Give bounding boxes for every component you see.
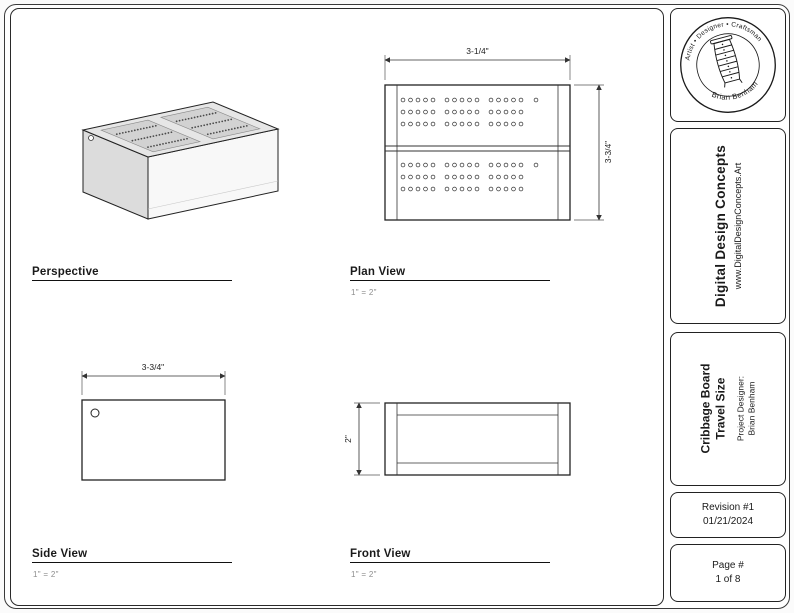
project-designer-name: Brian Benham [746,382,757,436]
plan-height-dimension: 3-3/4" [603,141,613,163]
front-view-label: Front View [350,548,550,563]
maker-stamp-box: Artist • Designer • Craftsman Brian Benh… [670,8,786,122]
revision-date: 01/21/2024 [702,516,754,527]
company-title-box: Digital Design Concepts www.DigitalDesig… [670,128,786,324]
plan-view-label: Plan View [350,266,550,281]
side-width-dimension: 3-3/4" [142,362,164,372]
front-view-drawing: 2" [343,402,571,476]
front-label-text: Front View [350,548,411,560]
side-scale-note: 1" = 2" [33,570,59,579]
company-name: Digital Design Concepts [713,144,729,308]
maker-stamp-logo: Artist • Designer • Craftsman Brian Benh… [677,13,776,113]
perspective-label-text: Perspective [32,266,99,278]
plan-width-dimension: 3-1/4" [466,46,488,56]
perspective-view-drawing [81,101,280,220]
side-view-drawing: 3-3/4" [81,362,226,481]
project-title-line1: Cribbage Board [698,363,713,455]
project-title-line2: Travel Size [713,377,728,441]
end-face-hole [88,135,94,141]
revision-box: Revision #1 01/21/2024 [670,492,786,538]
page-number-box: Page # 1 of 8 [670,544,786,602]
side-view-label: Side View [32,548,232,563]
perspective-view-label: Perspective [32,266,232,281]
page-number-label: Page # [712,560,744,571]
plan-peg-holes [400,97,539,192]
project-title-box: Cribbage Board Travel Size Project Desig… [670,332,786,486]
plan-view-drawing: 3-1/4" 3-3/4" [384,46,613,221]
plan-label-text: Plan View [350,266,406,278]
side-label-text: Side View [32,548,88,560]
side-view-hole [90,408,100,418]
company-website: www.DigitalDesignConcepts.Art [733,162,744,290]
front-height-dimension: 2" [343,435,353,443]
page-number-value: 1 of 8 [715,574,741,585]
front-scale-note: 1" = 2" [351,570,377,579]
perspective-peg-holes [115,112,248,149]
revision-label: Revision #1 [701,502,755,513]
dresser-icon [710,35,743,88]
project-designer-label: Project Designer: [735,376,746,442]
plan-scale-note: 1" = 2" [351,288,377,297]
